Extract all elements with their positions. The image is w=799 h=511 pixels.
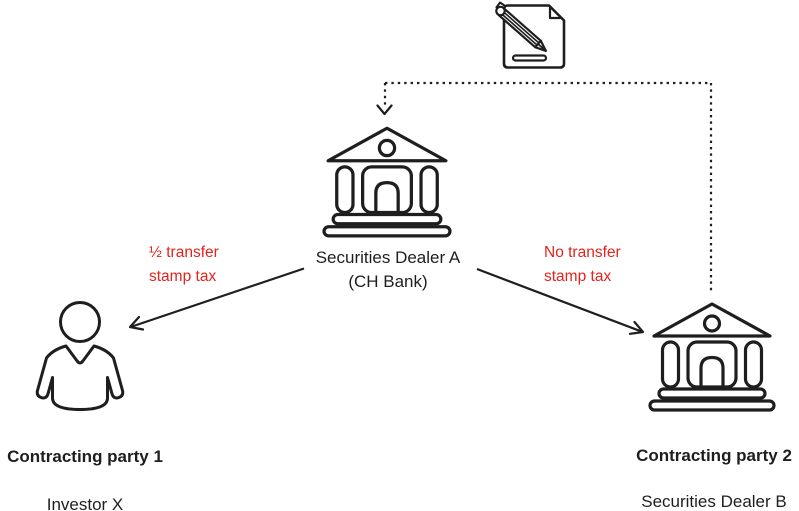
arrow-dealer-a-to-party1 <box>131 267 305 328</box>
bank-icon-party2 <box>647 294 777 412</box>
dealer-a-label: Securities Dealer A (CH Bank) <box>315 248 461 291</box>
contract-document-pen-icon <box>492 1 572 73</box>
party2-title: Contracting party 2 <box>636 446 792 465</box>
tax-label-right: No transfer stamp tax <box>544 244 621 285</box>
arrowhead-party2-icon <box>628 320 645 335</box>
party1-subtitle: Investor X <box>46 495 124 511</box>
party2-label: Contracting party 2 Securities Dealer B … <box>604 421 799 511</box>
party1-label: Contracting party 1 Investor X <box>0 421 185 511</box>
party1-title: Contracting party 1 <box>7 447 163 466</box>
document-outline <box>502 4 566 69</box>
pen-icon <box>495 1 547 52</box>
bank-icon-dealer-a <box>321 118 453 238</box>
arrow-dealer-a-to-party2 <box>476 267 642 333</box>
contract-arrowhead-down-icon <box>376 104 393 116</box>
person-icon-investor <box>31 301 129 413</box>
document-fold-corner <box>548 7 561 20</box>
signature-line <box>511 54 548 62</box>
person-head <box>59 301 101 343</box>
party2-subtitle: Securities Dealer B (CH Pension Fund) <box>641 492 787 511</box>
person-body <box>35 344 125 411</box>
tax-label-left: ½ transfer stamp tax <box>149 244 219 285</box>
arrowhead-party1-icon <box>128 315 145 331</box>
